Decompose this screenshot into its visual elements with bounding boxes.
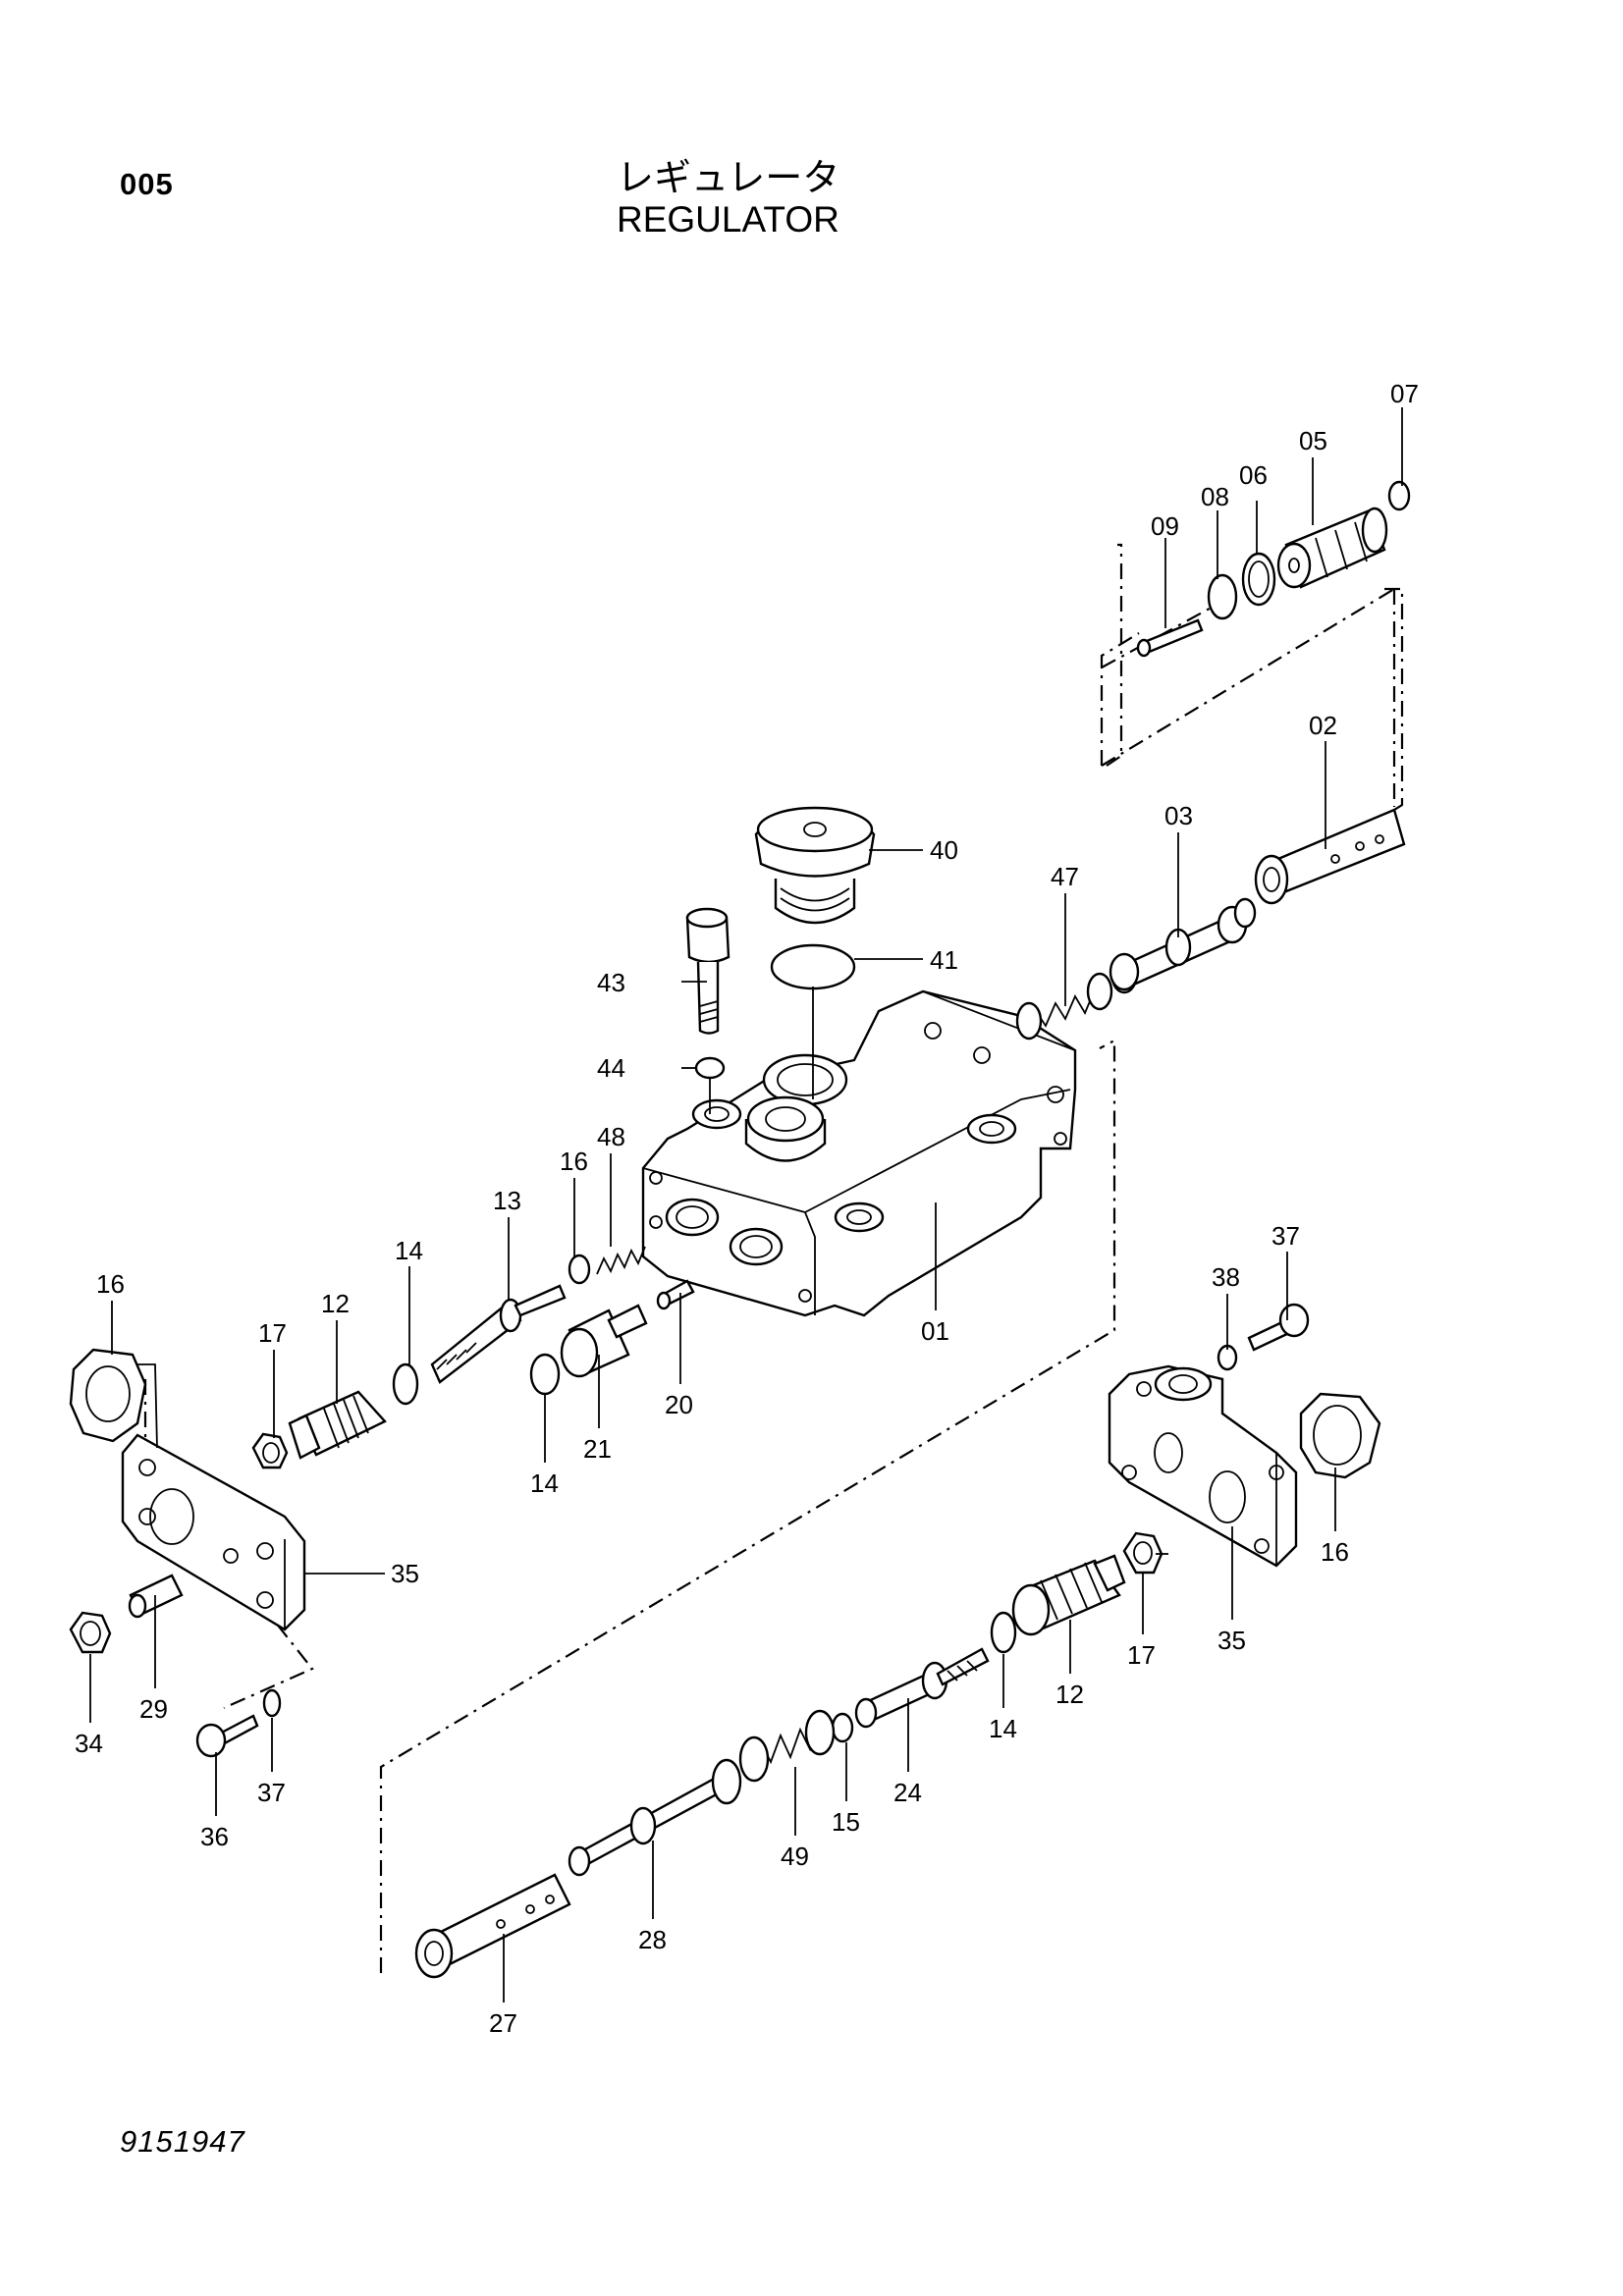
piston-21 xyxy=(560,1304,648,1378)
title-english: REGULATOR xyxy=(617,199,839,240)
callout-40: 40 xyxy=(930,835,958,865)
callout-16-right: 16 xyxy=(1321,1537,1349,1567)
cover-36-left xyxy=(121,1433,306,1631)
cap-screw-37-left xyxy=(195,1714,259,1758)
cap-screw-37-right xyxy=(1247,1303,1310,1352)
callout-02: 02 xyxy=(1309,711,1337,740)
spring-48 xyxy=(596,1246,646,1275)
callout-36: 35 xyxy=(391,1559,419,1588)
hex-plug-part xyxy=(754,806,876,925)
callout-15-upper: 16 xyxy=(560,1147,588,1176)
title-japanese: レギュレータ xyxy=(617,158,840,199)
callout-38-right: 38 xyxy=(1212,1262,1240,1292)
spool-13 xyxy=(430,1284,567,1384)
adjusting-screw-12-right xyxy=(1011,1554,1126,1636)
regulator-housing-part xyxy=(641,989,1077,1317)
callout-labels: 07 05 06 08 09 02 03 47 40 41 43 44 16 4… xyxy=(75,379,1419,2038)
spring-49 xyxy=(738,1709,836,1783)
callout-43: 43 xyxy=(597,968,625,997)
callout-47: 47 xyxy=(1051,862,1079,891)
callout-15-lower: 15 xyxy=(832,1807,860,1837)
pin-06 xyxy=(1136,618,1204,658)
spool-24 xyxy=(854,1647,990,1729)
leader-lines xyxy=(89,407,1403,2002)
adjusting-screw-12-left xyxy=(288,1390,387,1460)
callout-14-center: 14 xyxy=(530,1468,559,1498)
assembly-line-left xyxy=(143,1379,314,1710)
callout-37-left: 36 xyxy=(200,1822,229,1851)
o-ring-15-lower xyxy=(831,1712,854,1743)
callout-44: 44 xyxy=(597,1053,625,1083)
callout-09: 07 xyxy=(1390,379,1419,408)
hex-nut-34 xyxy=(69,1611,112,1654)
callout-37-right: 37 xyxy=(1271,1221,1300,1251)
callout-12-left: 12 xyxy=(321,1289,350,1318)
callout-13: 13 xyxy=(493,1186,521,1215)
hex-nut-16-right xyxy=(1299,1392,1381,1479)
callout-17-left: 17 xyxy=(258,1318,287,1348)
page-number: 005 xyxy=(120,167,174,201)
spring-47 xyxy=(1015,972,1113,1041)
callout-08: 06 xyxy=(1239,460,1268,490)
callout-35: 35 xyxy=(1217,1626,1246,1655)
sleeve-27 xyxy=(414,1873,571,1979)
assembly-line-valve-top xyxy=(1384,587,1404,811)
callout-12-right: 12 xyxy=(1055,1680,1084,1709)
callout-21: 21 xyxy=(583,1434,612,1464)
assembly-line-upper xyxy=(1100,543,1396,807)
o-ring-15-upper xyxy=(568,1254,591,1285)
o-ring-plug xyxy=(770,943,856,990)
callout-07: 08 xyxy=(1201,482,1229,511)
sleeve-part-02 xyxy=(1254,808,1406,905)
spring-seat-part xyxy=(1109,952,1140,991)
o-ring-09 xyxy=(1387,480,1411,511)
washer-44 xyxy=(694,1056,726,1080)
o-ring-14-left xyxy=(392,1362,419,1406)
callout-17-right: 17 xyxy=(1127,1640,1156,1670)
callout-05: 05 xyxy=(1299,426,1327,455)
spool-28 xyxy=(568,1758,742,1877)
set-screw-29 xyxy=(128,1574,184,1619)
callout-27: 27 xyxy=(489,2008,517,2038)
o-ring-07 xyxy=(1207,573,1238,620)
assembly-line-lower xyxy=(379,1039,1116,1973)
callout-20: 20 xyxy=(665,1390,693,1419)
callout-38-left: 37 xyxy=(257,1778,286,1807)
callout-01: 01 xyxy=(921,1316,949,1346)
callout-06: 09 xyxy=(1151,511,1179,541)
hex-nut-17-left xyxy=(251,1432,289,1469)
cap-screw-part xyxy=(685,907,730,1035)
callout-41: 41 xyxy=(930,945,958,975)
plug-part-05 xyxy=(1276,507,1388,589)
callout-14-left: 14 xyxy=(395,1236,423,1265)
callout-03: 03 xyxy=(1164,801,1193,830)
callout-49: 49 xyxy=(781,1842,809,1871)
callout-48: 48 xyxy=(597,1122,625,1151)
hex-nut-16-left xyxy=(69,1348,147,1443)
o-ring-14-right xyxy=(990,1611,1017,1654)
callout-14-right: 14 xyxy=(989,1714,1017,1743)
backup-ring-08 xyxy=(1241,552,1276,607)
callout-16-left: 16 xyxy=(96,1269,125,1299)
figure-number: 9151947 xyxy=(120,2124,245,2159)
callout-28: 28 xyxy=(638,1925,667,1954)
callout-24: 24 xyxy=(893,1778,922,1807)
pin-20 xyxy=(656,1279,695,1310)
hex-nut-17-right xyxy=(1122,1531,1163,1575)
o-ring-14-center xyxy=(529,1353,561,1396)
washer-38-left xyxy=(262,1688,282,1718)
callout-29: 29 xyxy=(139,1694,168,1724)
cover-35-right xyxy=(1108,1364,1298,1568)
callout-34: 34 xyxy=(75,1729,103,1758)
